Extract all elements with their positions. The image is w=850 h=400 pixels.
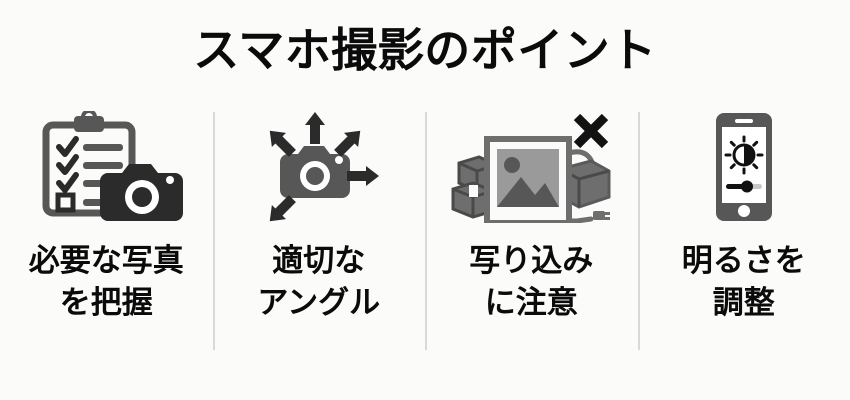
point-column-avoid-clutter: 写り込み に注意 xyxy=(425,108,638,353)
caption-adjust-brightness: 明るさを 調整 xyxy=(682,240,806,324)
caption-line: 適切な xyxy=(272,243,366,279)
point-column-necessary-photos: 必要な写真 を把握 xyxy=(0,108,213,353)
smartphone-brightness-slider-icon xyxy=(638,108,850,226)
caption-proper-angle: 適切な アングル xyxy=(257,240,380,324)
caption-avoid-clutter: 写り込み に注意 xyxy=(469,240,593,324)
caption-line: を把握 xyxy=(59,285,153,321)
caption-necessary-photos: 必要な写真 を把握 xyxy=(29,240,184,324)
page-title: スマホ撮影のポイント xyxy=(193,23,657,77)
points-row: 必要な写真 を把握 xyxy=(0,108,850,353)
caption-line: アングル xyxy=(257,285,381,321)
point-column-adjust-brightness: 明るさを 調整 xyxy=(637,108,850,353)
caption-line: 写り込み xyxy=(469,243,594,279)
clipboard-checklist-camera-icon xyxy=(0,108,213,226)
camera-multi-direction-arrows-icon xyxy=(213,108,426,226)
caption-line: 必要な写真 xyxy=(28,243,184,279)
caption-line: 明るさを xyxy=(681,243,806,279)
point-column-proper-angle: 適切な アングル xyxy=(212,108,426,353)
caption-line: 調整 xyxy=(712,285,775,321)
photo-frame-boxes-cable-cross-icon xyxy=(425,108,638,226)
caption-line: に注意 xyxy=(484,285,578,321)
